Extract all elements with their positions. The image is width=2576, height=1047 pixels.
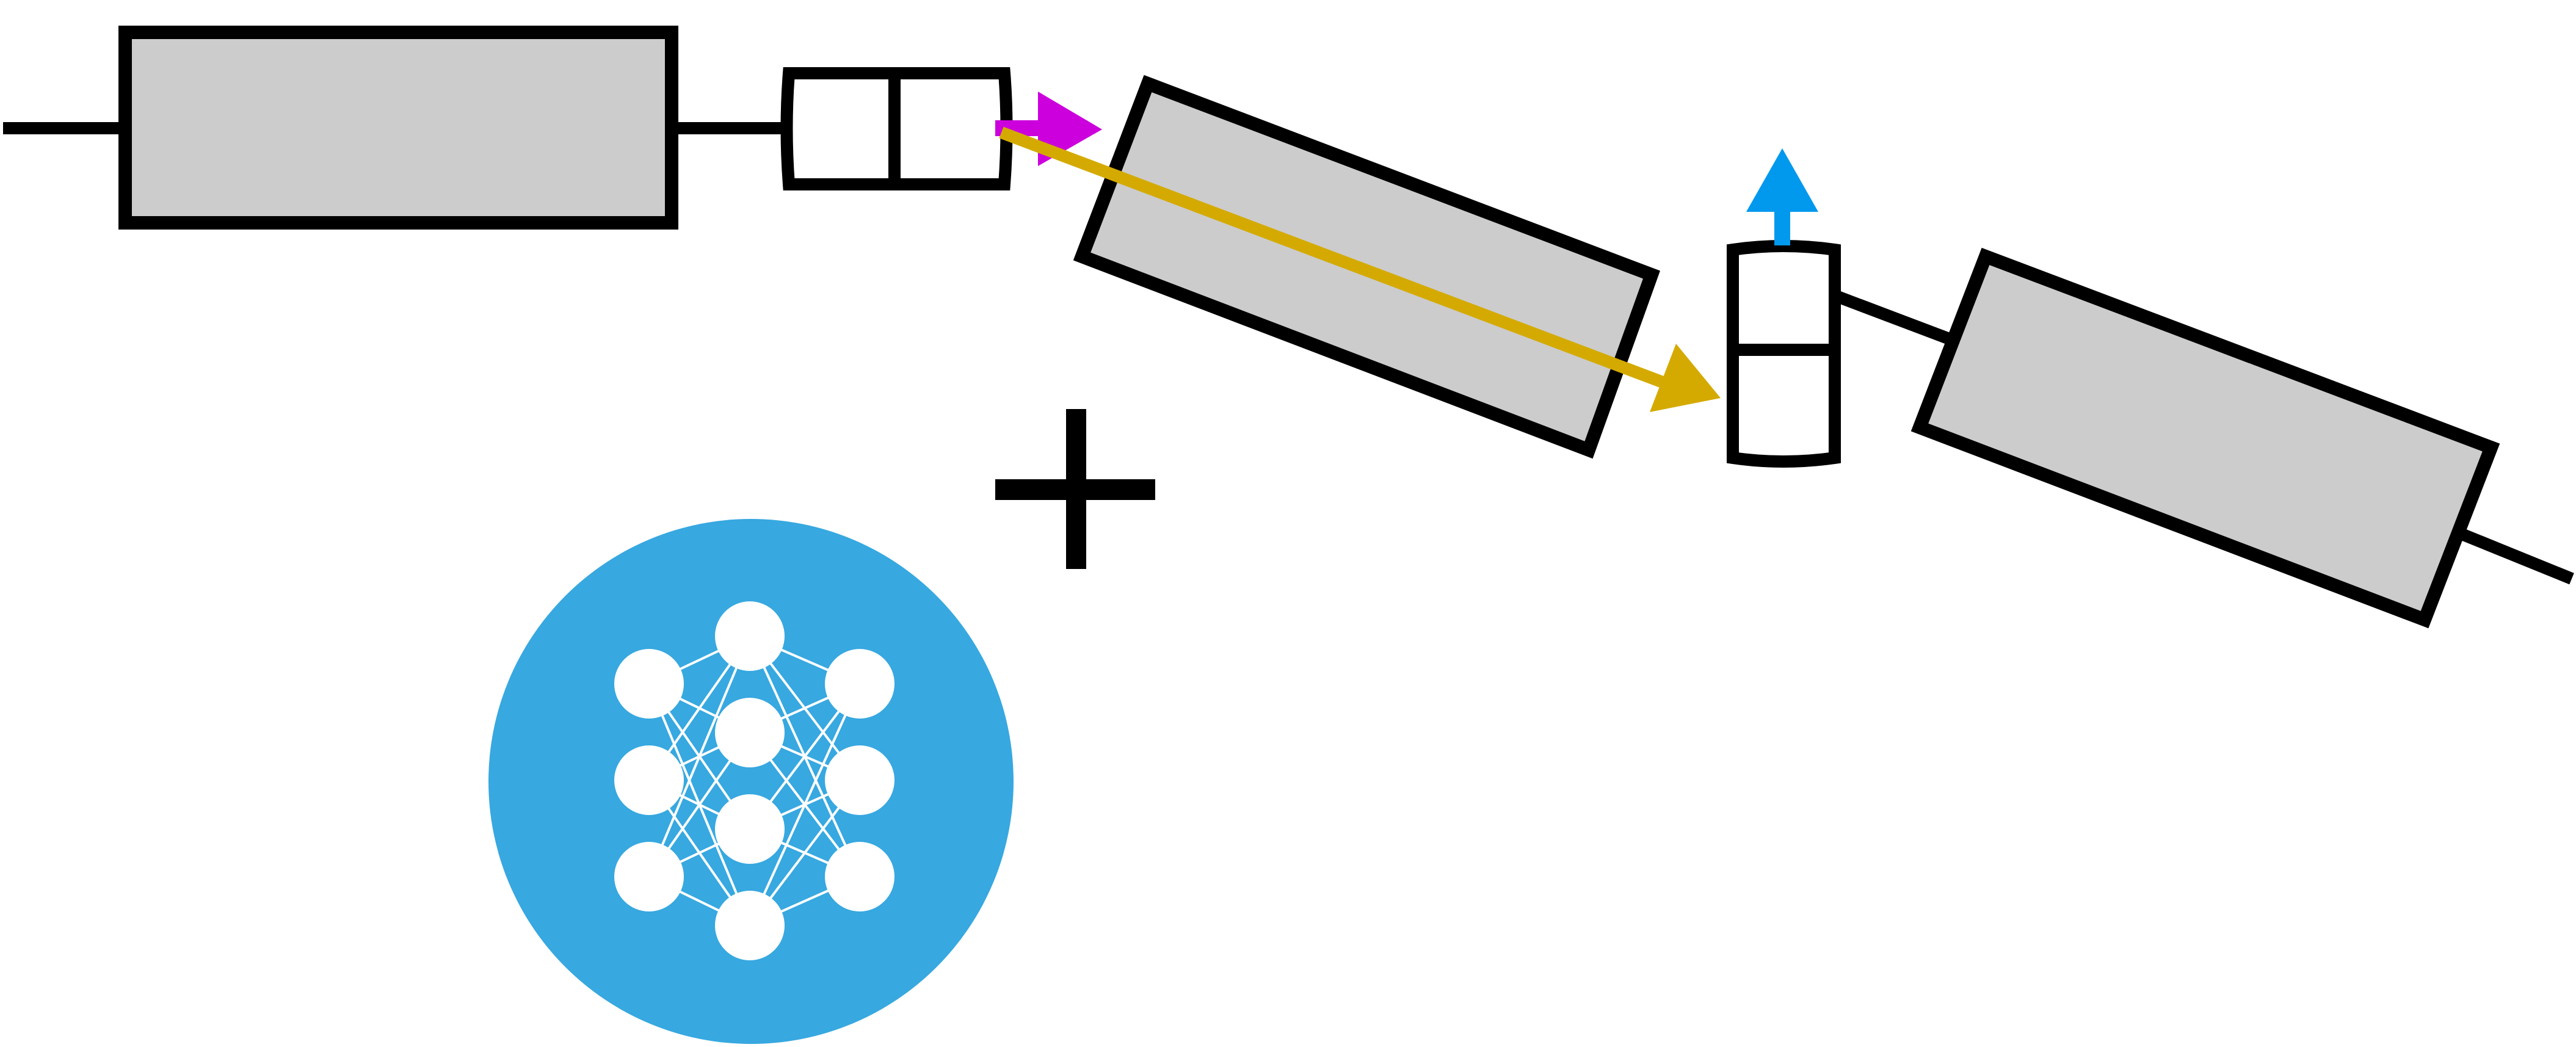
nn-node — [614, 842, 684, 911]
nn-node — [825, 649, 894, 719]
link-block-3 — [1910, 247, 2500, 629]
nn-node — [825, 842, 894, 911]
rod-right-end — [2455, 526, 2574, 585]
connecting-rods — [3, 122, 2574, 585]
neural-network-icon — [488, 519, 1014, 1044]
rod-joint2-block3 — [1835, 291, 1953, 346]
nn-node — [715, 794, 785, 864]
link-block-1 — [118, 26, 678, 230]
joint-1 — [780, 67, 1013, 190]
joint-2 — [1727, 240, 1841, 468]
gold-arrow — [999, 126, 1721, 412]
nn-node — [715, 601, 785, 671]
nn-node — [614, 745, 684, 815]
nn-node — [825, 745, 894, 815]
nn-node — [614, 649, 684, 719]
nn-node — [715, 891, 785, 960]
nn-node — [715, 698, 785, 767]
plus-icon — [995, 409, 1155, 569]
blue-arrow — [1746, 148, 1818, 245]
